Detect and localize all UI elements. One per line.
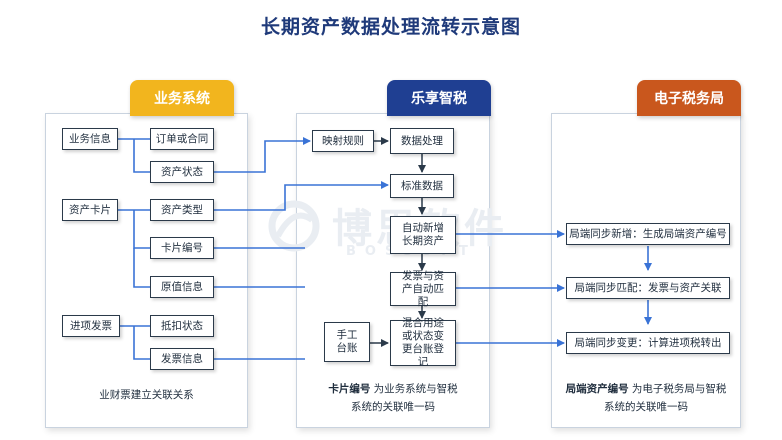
invoice-info-box: 发票信息 [150, 348, 214, 370]
mixed-use-ledger-box: 混合用途或状态变更台账登记 [390, 317, 456, 368]
auto-add-asset-box: 自动新增长期资产 [390, 216, 456, 254]
mapping-rule-box: 映射规则 [312, 130, 374, 152]
input-invoice-box: 进项发票 [62, 315, 120, 337]
standard-data-box: 标准数据 [390, 174, 454, 198]
tax-bureau-note: 局端资产编号 为电子税务局与智税系统的关联唯一码 [564, 380, 728, 416]
business-system-tab[interactable]: 业务系统 [130, 80, 234, 116]
auto-match-box: 发票与资产自动匹配 [390, 270, 456, 308]
page-title: 长期资产数据处理流转示意图 [260, 16, 521, 38]
tax-bureau-note-text: 为电子税务局与智税系统的关联唯一码 [604, 383, 727, 413]
sync-add-box: 局端同步新增：生成局端资产编号 [566, 223, 730, 245]
asset-status-box: 资产状态 [150, 161, 214, 183]
lexiang-note-key: 卡片编号 [328, 383, 371, 395]
order-contract-box: 订单或合同 [150, 128, 214, 150]
sync-match-box: 局端同步匹配：发票与资产关联 [566, 277, 730, 299]
lexiang-tab[interactable]: 乐享智税 [387, 80, 491, 116]
data-processing-box: 数据处理 [390, 128, 454, 154]
manual-ledger-box: 手工台账 [324, 322, 370, 362]
business-note: 业财票建立关联关系 [99, 389, 194, 401]
card-number-box: 卡片编号 [150, 237, 214, 259]
tax-bureau-tab[interactable]: 电子税务局 [637, 80, 741, 116]
deduction-status-box: 抵扣状态 [150, 315, 214, 337]
asset-type-box: 资产类型 [150, 199, 214, 221]
business-system-panel [45, 113, 248, 428]
tax-bureau-note-key: 局端资产编号 [565, 383, 629, 395]
business-info-box: 业务信息 [62, 128, 118, 150]
lexiang-panel [296, 113, 490, 428]
lexiang-note: 卡片编号 为业务系统与智税系统的关联唯一码 [326, 380, 460, 416]
lexiang-note-text: 为业务系统与智税系统的关联唯一码 [351, 383, 458, 413]
asset-card-box: 资产卡片 [62, 199, 118, 221]
original-value-box: 原值信息 [150, 276, 214, 298]
sync-change-box: 局端同步变更：计算进项税转出 [566, 332, 730, 354]
